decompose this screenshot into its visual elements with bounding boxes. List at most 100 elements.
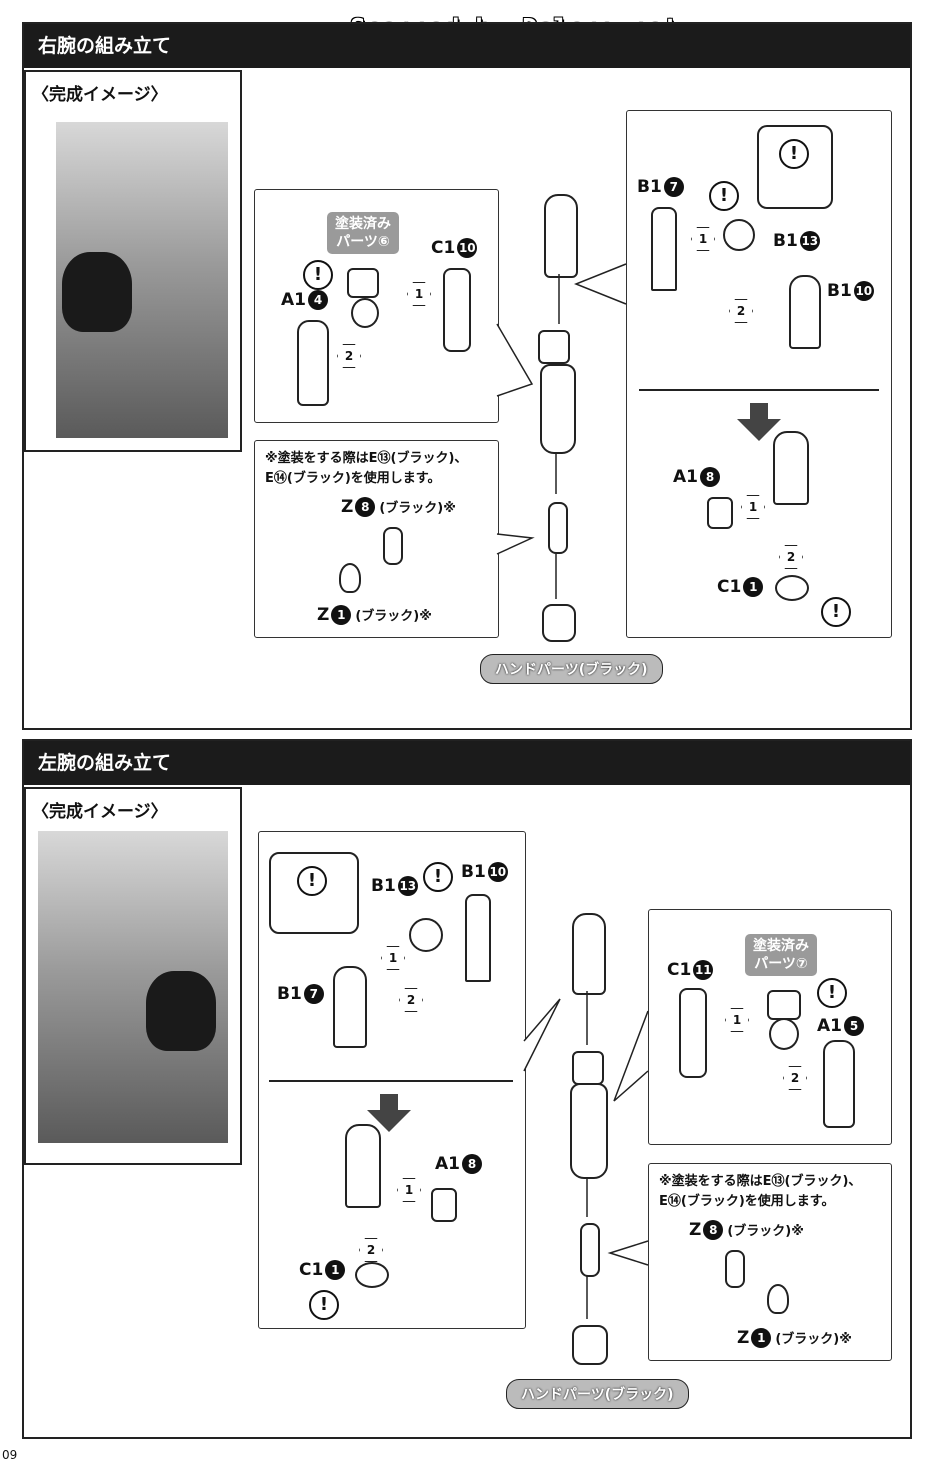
completed-image-box: 〈完成イメージ〉 <box>24 70 242 452</box>
completed-figure-photo <box>38 831 228 1143</box>
a1-armor-part <box>297 320 329 406</box>
b1-ring-part <box>409 918 443 952</box>
next-step-arrow-icon <box>367 1094 411 1132</box>
wrist-joint-part <box>580 1223 600 1277</box>
a1-cap-part <box>431 1188 457 1222</box>
joint-ring-part <box>769 1018 799 1050</box>
b1-shoulder-part <box>333 966 367 1048</box>
part-number-badge: 1 <box>751 1328 772 1348</box>
paint-note: ※塗装をする際はE⑬(ブラック)、 E⑭(ブラック)を使用します。 <box>659 1174 862 1209</box>
part-number-badge: 13 <box>397 876 418 896</box>
hand-parts-label: ハンドパーツ(ブラック) <box>506 1379 689 1409</box>
paint-note: ※塗装をする際はE⑬(ブラック)、 E⑭(ブラック)を使用します。 <box>265 451 468 486</box>
z1-ball-part <box>339 563 361 593</box>
completed-figure-photo <box>56 122 228 438</box>
part-number-badge: 5 <box>844 1016 864 1036</box>
step-marker-1: 1 <box>397 1178 421 1202</box>
black-hand-illustration <box>62 252 132 332</box>
forearm-part <box>570 1083 608 1179</box>
part-number-badge: 4 <box>308 290 328 310</box>
elbow-joint-part <box>572 1051 604 1085</box>
z8-joint-part <box>725 1250 745 1288</box>
step-divider <box>639 389 879 391</box>
warning-icon: ! <box>297 866 327 896</box>
hand-part <box>572 1325 608 1365</box>
painted-parts-tag: 塗装済み パーツ⑥ <box>327 212 399 254</box>
step-marker-2: 2 <box>399 988 423 1012</box>
warning-icon: ! <box>423 862 453 892</box>
step-marker-2: 2 <box>337 344 361 368</box>
warning-icon: ! <box>709 181 739 211</box>
part-number-badge: 7 <box>663 177 684 197</box>
part-number-badge: 8 <box>355 497 376 517</box>
image-title: 〈完成イメージ〉 <box>32 802 168 822</box>
part-number-badge: 1 <box>743 577 764 597</box>
step-marker-1: 1 <box>741 495 765 519</box>
warning-icon: ! <box>779 139 809 169</box>
part-number-badge: 7 <box>303 984 324 1004</box>
step-marker-1: 1 <box>381 946 405 970</box>
c1-bracket-part <box>443 268 471 352</box>
joint-ring-part <box>351 298 379 328</box>
hand-part <box>542 604 576 642</box>
step-marker-2: 2 <box>783 1066 807 1090</box>
step-marker-1: 1 <box>725 1008 749 1032</box>
b1-bracket-part <box>651 207 677 291</box>
part-number-badge: 13 <box>799 231 820 251</box>
step-marker-2: 2 <box>359 1238 383 1262</box>
step-marker-2: 2 <box>779 545 803 569</box>
hand-parts-label: ハンドパーツ(ブラック) <box>480 654 663 684</box>
joint-part <box>347 268 379 298</box>
painted-parts-tag: 塗装済み パーツ⑦ <box>745 934 817 976</box>
a1-armor-part <box>823 1040 855 1128</box>
image-title: 〈完成イメージ〉 <box>32 85 168 105</box>
assembled-shoulder-part <box>773 431 809 505</box>
forearm-part <box>540 364 576 454</box>
warning-icon: ! <box>309 1290 339 1320</box>
z8-joint-part <box>383 527 403 565</box>
completed-image-box: 〈完成イメージ〉 <box>24 787 242 1165</box>
b1-ring-part <box>723 219 755 251</box>
step-marker-1: 1 <box>691 227 715 251</box>
step-divider <box>269 1080 513 1082</box>
c1-bracket-part <box>679 988 707 1078</box>
b1-shoulder-part <box>789 275 821 349</box>
b1-bracket-part <box>465 894 491 982</box>
part-number-badge: 8 <box>703 1220 724 1240</box>
shoulder-part <box>544 194 578 278</box>
joint-part <box>767 990 801 1020</box>
wrist-joint-part <box>548 502 568 554</box>
part-number-badge: 1 <box>325 1260 346 1280</box>
part-number-badge: 1 <box>331 605 352 625</box>
c1-clip-part <box>775 575 809 601</box>
part-number-badge: 10 <box>487 862 508 882</box>
assembled-shoulder-part <box>345 1124 381 1208</box>
shoulder-part <box>572 913 606 995</box>
section-title: 左腕の組み立て <box>24 741 910 785</box>
next-step-arrow-icon <box>737 403 781 441</box>
step-marker-1: 1 <box>407 282 431 306</box>
